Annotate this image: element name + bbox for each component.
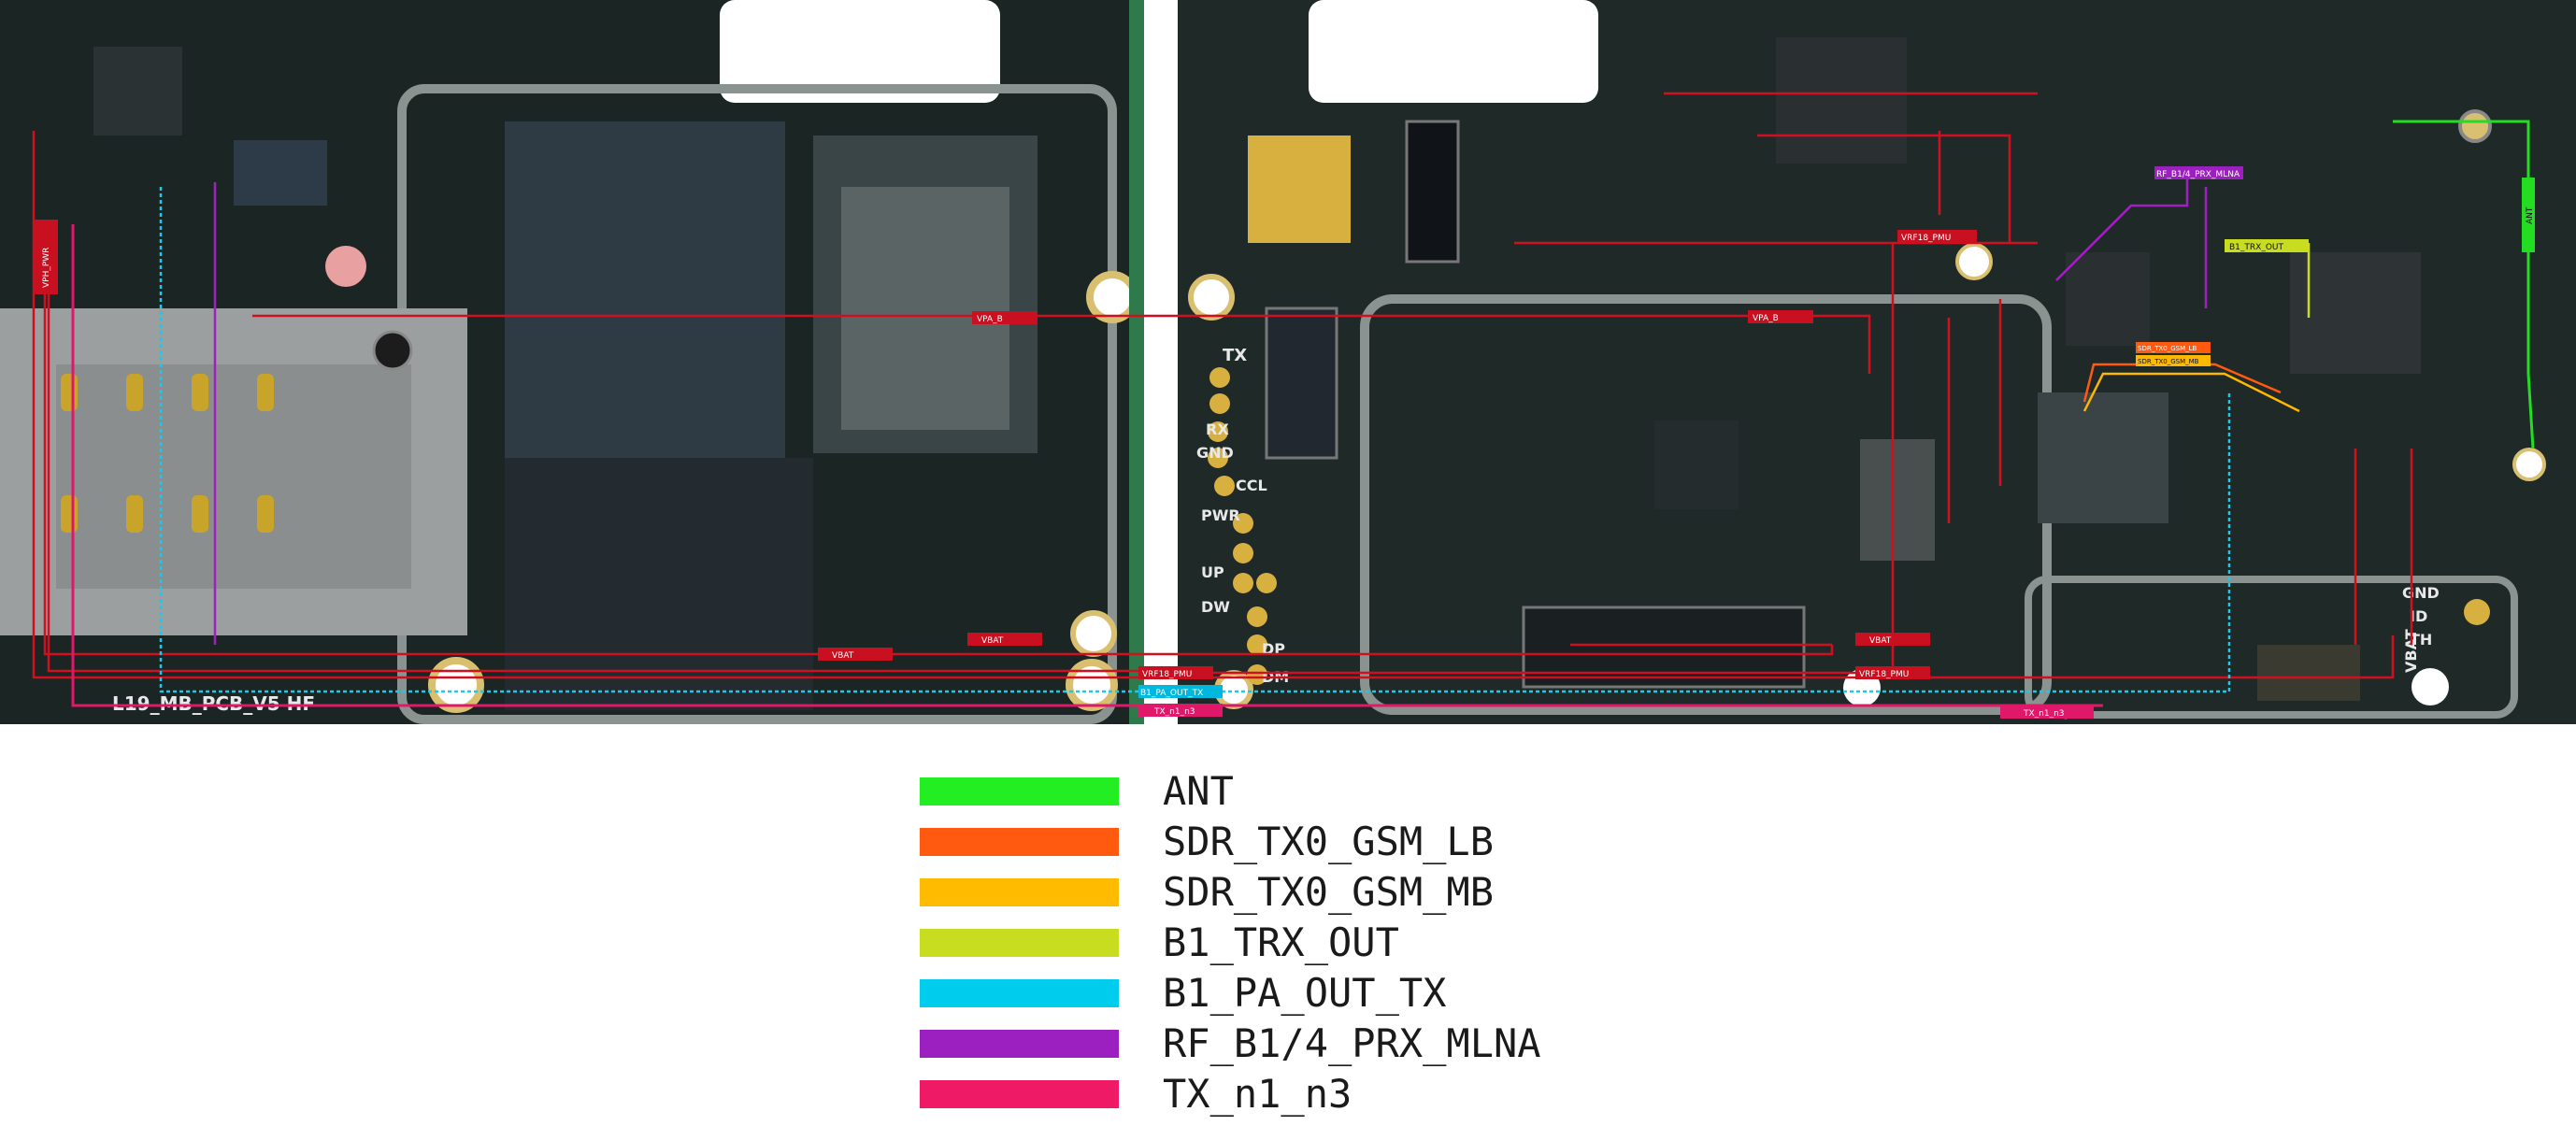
svg-text:CCL: CCL (1236, 477, 1267, 494)
legend-swatch (920, 929, 1119, 957)
legend-label: B1_TRX_OUT (1163, 919, 1399, 965)
net-tag-tx-n1-n3-2: TX_n1_n3 (2000, 706, 2094, 719)
legend-item-tx-n1-n3: TX_n1_n3 (920, 1069, 1761, 1119)
svg-text:SDR_TX0_GSM_MB: SDR_TX0_GSM_MB (2138, 358, 2199, 365)
legend-swatch (920, 1030, 1119, 1058)
svg-text:PWR: PWR (1201, 506, 1240, 524)
legend-item-b1-trx-out: B1_TRX_OUT (920, 918, 1761, 968)
net-tag-b1-trx-out: B1_TRX_OUT (2225, 239, 2309, 252)
legend-label: RF_B1/4_PRX_MLNA (1163, 1020, 1541, 1066)
net-tag-tx-n1-n3-1: TX_n1_n3 (1138, 704, 1223, 717)
svg-text:VBAT: VBAT (1869, 636, 1892, 646)
legend-swatch (920, 878, 1119, 906)
legend-swatch (920, 828, 1119, 856)
net-tag-vrf18-pmu-1: VRF18_PMU (1138, 666, 1213, 679)
net-tag-sdr-tx0-gsm-mb: SDR_TX0_GSM_MB (2136, 355, 2211, 366)
legend-label: SDR_TX0_GSM_LB (1163, 819, 1495, 864)
svg-text:UP: UP (1201, 563, 1224, 581)
svg-text:TX_n1_n3: TX_n1_n3 (2023, 709, 2065, 719)
rf-b1-4-prx-mlna-trace (213, 178, 2208, 645)
svg-text:VRF18_PMU: VRF18_PMU (1901, 234, 1951, 243)
svg-text:VPH_PWR: VPH_PWR (42, 248, 51, 288)
svg-text:VBAT: VBAT (981, 636, 1004, 646)
svg-text:VBAT: VBAT (832, 651, 854, 661)
legend-label: SDR_TX0_GSM_MB (1163, 869, 1495, 915)
svg-text:VRF18_PMU: VRF18_PMU (1859, 670, 1909, 679)
svg-text:ID: ID (2410, 607, 2427, 625)
legend-label: ANT (1163, 768, 1234, 814)
svg-text:TX: TX (1223, 346, 1247, 365)
b1-pa-out-tx-trace (159, 187, 2231, 693)
svg-text:GND: GND (1196, 444, 1234, 462)
svg-text:GND: GND (2402, 584, 2440, 602)
svg-text:VBAT: VBAT (2402, 629, 2420, 673)
net-tag-vbat-1: VBAT (818, 648, 893, 661)
left-board: L19_MB_PCB_V5 HF (0, 0, 1140, 724)
net-tag-b1-pa-out-tx: B1_PA_OUT_TX (1138, 685, 1223, 698)
legend-item-rf-b1-4-prx-mlna: RF_B1/4_PRX_MLNA (920, 1019, 1761, 1069)
ant-trace (2393, 120, 2535, 449)
svg-text:B1_TRX_OUT: B1_TRX_OUT (2229, 243, 2283, 252)
svg-text:VRF18_PMU: VRF18_PMU (1142, 670, 1192, 679)
legend-swatch (920, 979, 1119, 1007)
svg-text:VPA_B: VPA_B (977, 315, 1003, 324)
pcb-diagram: L19_MB_PCB_V5 HF T (0, 0, 2576, 724)
legend-label: B1_PA_OUT_TX (1163, 970, 1447, 1016)
legend: ANT SDR_TX0_GSM_LB SDR_TX0_GSM_MB B1_TRX… (920, 766, 1761, 1119)
svg-text:VPA_B: VPA_B (1753, 314, 1779, 323)
net-tag-sdr-tx0-gsm-lb: SDR_TX0_GSM_LB (2136, 342, 2211, 353)
legend-swatch (920, 777, 1119, 805)
right-board: TX RX GND CCL PWR UP DW DP DM GND ID TH … (1178, 0, 2576, 724)
net-tag-vpa-b-2: VPA_B (1748, 310, 1813, 323)
svg-text:TH: TH (2410, 631, 2432, 649)
net-tag-vrf18-pmu-3: VRF18_PMU (1897, 230, 1977, 243)
svg-text:RF_B1/4_PRX_MLNA: RF_B1/4_PRX_MLNA (2156, 170, 2240, 179)
svg-text:B1_PA_OUT_TX: B1_PA_OUT_TX (1140, 689, 1203, 698)
net-tag-ant: ANT (2522, 178, 2535, 252)
legend-label: TX_n1_n3 (1163, 1071, 1352, 1117)
svg-text:TX_n1_n3: TX_n1_n3 (1153, 707, 1195, 717)
net-tag-vrf18-pmu-2: VRF18_PMU (1855, 666, 1930, 679)
net-tag-rf-b1-4-prx-mlna: RF_B1/4_PRX_MLNA (2154, 166, 2243, 179)
net-tag-vbat-2: VBAT (967, 633, 1042, 646)
net-tag-vph-pwr: VPH_PWR (34, 220, 58, 294)
svg-text:SDR_TX0_GSM_LB: SDR_TX0_GSM_LB (2138, 345, 2197, 352)
svg-text:L19_MB_PCB_V5 HF: L19_MB_PCB_V5 HF (112, 692, 315, 715)
legend-item-ant: ANT (920, 766, 1761, 817)
svg-text:ANT: ANT (2526, 207, 2535, 224)
net-tag-vbat-3: VBAT (1855, 633, 1930, 646)
legend-item-sdr-tx0-gsm-mb: SDR_TX0_GSM_MB (920, 867, 1761, 918)
legend-item-b1-pa-out-tx: B1_PA_OUT_TX (920, 968, 1761, 1019)
svg-text:RX: RX (1206, 420, 1229, 438)
legend-item-sdr-tx0-gsm-lb: SDR_TX0_GSM_LB (920, 817, 1761, 867)
svg-text:DW: DW (1201, 598, 1230, 616)
legend-swatch (920, 1080, 1119, 1108)
net-tag-vpa-b: VPA_B (972, 311, 1038, 324)
